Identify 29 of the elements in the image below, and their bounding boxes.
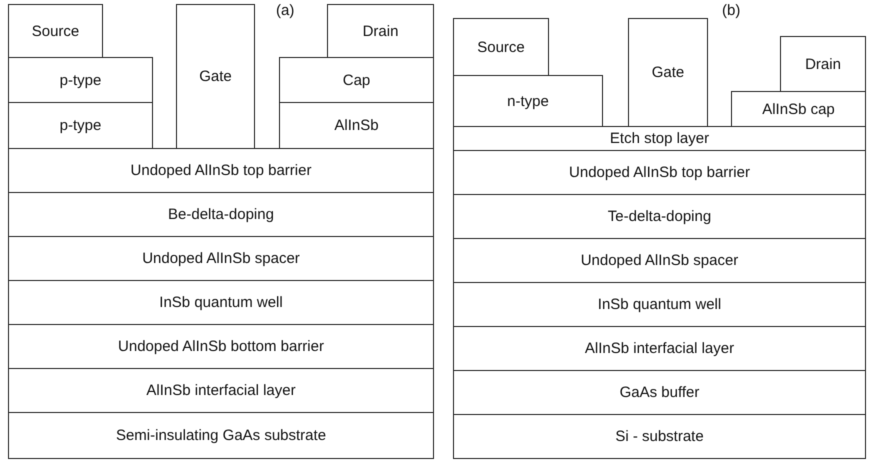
epitaxial-layer: InSb quantum well (453, 282, 866, 327)
n-type-layer: n-type (453, 75, 603, 127)
epitaxial-layer: Undoped AlInSb spacer (453, 238, 866, 283)
cap-layer: Cap (279, 57, 434, 103)
epitaxial-layer: Undoped AlInSb bottom barrier (8, 324, 434, 369)
source-contact: Source (8, 4, 103, 58)
cap-layer: AlInSb cap (731, 91, 866, 127)
p-type-layer: p-type (8, 57, 153, 103)
epitaxial-layer: Undoped AlInSb top barrier (8, 148, 434, 193)
alinsb-layer: AlInSb (279, 102, 434, 149)
epitaxial-layer: GaAs buffer (453, 370, 866, 415)
panel-label: (a) (276, 2, 294, 19)
etch-stop-layer: Etch stop layer (453, 126, 866, 151)
panel-label: (b) (722, 2, 740, 19)
epitaxial-layer: Undoped AlInSb spacer (8, 236, 434, 281)
drain-contact: Drain (327, 4, 434, 58)
epitaxial-layer: Semi-insulating GaAs substrate (8, 412, 434, 459)
gate-contact: Gate (176, 4, 255, 149)
epitaxial-layer: Undoped AlInSb top barrier (453, 150, 866, 195)
epitaxial-layer: AlInSb interfacial layer (8, 368, 434, 413)
gate-contact: Gate (628, 18, 708, 127)
epitaxial-layer: Si - substrate (453, 414, 866, 459)
epitaxial-layer: Be-delta-doping (8, 192, 434, 237)
epitaxial-layer: Te-delta-doping (453, 194, 866, 239)
epitaxial-layer: AlInSb interfacial layer (453, 326, 866, 371)
source-contact: Source (453, 18, 549, 76)
p-type-layer: p-type (8, 102, 153, 149)
drain-contact: Drain (780, 36, 866, 92)
epitaxial-layer: InSb quantum well (8, 280, 434, 325)
